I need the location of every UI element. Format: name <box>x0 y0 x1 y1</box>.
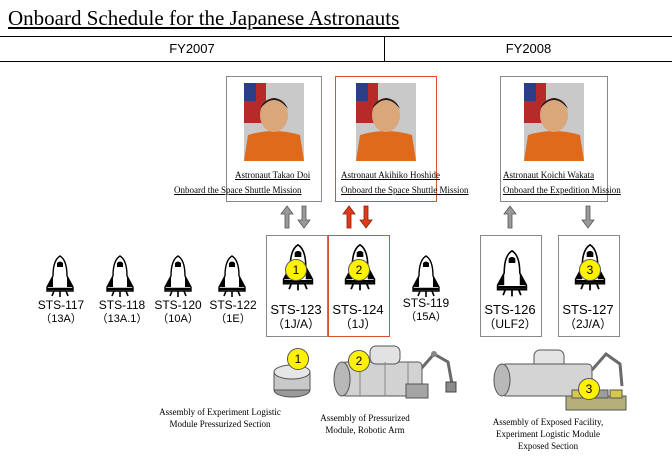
assembly-caption-line: Module, Robotic Arm <box>325 425 405 435</box>
space-shuttle-icon <box>160 254 196 298</box>
astronaut-name: Astronaut Takao Doi <box>235 170 311 180</box>
exposed-facility-illustration <box>493 349 627 411</box>
mission-flight: （13A.1） <box>96 313 148 325</box>
mission-flight: （13A） <box>40 313 82 325</box>
down-arrow-icon <box>581 205 595 229</box>
assembly-caption-line: Module Pressurized Section <box>169 419 271 429</box>
mission-name: STS-123 <box>270 302 322 317</box>
assembly-caption-line: Experiment Logistic Module <box>496 429 600 439</box>
astronaut-photo <box>244 83 304 161</box>
astronaut-name: Astronaut Akihiko Hoshide <box>341 170 440 180</box>
astronaut-mission-type: Onboard the Expedition Mission <box>503 185 621 195</box>
up-arrow-icon <box>280 205 294 229</box>
down-arrow-icon <box>359 205 373 229</box>
mission-label-sts-123: STS-123 （1J/A） <box>266 302 326 332</box>
space-shuttle-icon <box>492 248 532 298</box>
arrow-wakata-down <box>581 205 595 229</box>
astronaut-mission-type: Onboard the Space Shuttle Mission <box>341 185 469 195</box>
space-shuttle-icon <box>102 254 138 298</box>
mission-flight: （15A） <box>405 311 447 323</box>
astronaut-card-doi <box>226 76 322 202</box>
fiscal-year-bar: FY2007 FY2008 <box>0 36 672 62</box>
mission-box-sts-124 <box>328 235 390 337</box>
arrows-hoshide <box>342 205 373 229</box>
arrows-doi <box>280 205 311 229</box>
mission-name: STS-119 <box>402 296 450 310</box>
astronaut-name: Astronaut Koichi Wakata <box>503 170 595 180</box>
astronaut-photo <box>356 83 416 161</box>
assembly-badge: 1 <box>287 348 309 370</box>
mission-badge: 2 <box>348 259 370 281</box>
mission-label-sts-126: STS-126 （ULF2） <box>480 302 540 332</box>
fiscal-year-2008: FY2008 <box>505 41 552 56</box>
mission-label-sts-122: STS-122 （1E） <box>203 298 263 326</box>
mission-box-sts-126 <box>480 235 542 337</box>
astronaut-mission-type: Onboard the Space Shuttle Mission <box>174 185 302 195</box>
arrow-wakata-up <box>503 205 517 229</box>
up-arrow-icon <box>342 205 356 229</box>
mission-name: STS-118 <box>98 298 146 312</box>
mission-label-sts-124: STS-124 （1J） <box>328 302 388 332</box>
mission-box-sts-127 <box>558 235 620 337</box>
assembly-caption-line: Assembly of Exposed Facility, <box>492 417 604 427</box>
mission-label-sts-118: STS-118 （13A.1） <box>92 298 152 326</box>
astronaut-card-wakata <box>500 76 608 202</box>
mission-name: STS-117 <box>37 298 85 312</box>
assembly-caption-1: Assembly of Experiment Logistic Module P… <box>150 406 290 430</box>
mission-name: STS-127 <box>562 302 614 317</box>
mission-flight: （ULF2） <box>483 317 537 331</box>
page-title: Onboard Schedule for the Japanese Astron… <box>8 6 400 30</box>
assembly-caption-line: Assembly of Experiment Logistic <box>159 407 281 417</box>
assembly-caption-3: Assembly of Exposed Facility, Experiment… <box>478 416 618 452</box>
mission-name: STS-124 <box>332 302 384 317</box>
mission-label-sts-127: STS-127 （2J/A） <box>558 302 618 332</box>
mission-flight: （1J） <box>339 317 377 331</box>
assembly-caption-2: Assembly of Pressurized Module, Robotic … <box>310 412 420 436</box>
assembly-badge: 2 <box>348 350 370 372</box>
mission-label-sts-119: STS-119 （15A） <box>396 296 456 324</box>
astronaut-card-hoshide <box>335 76 437 202</box>
up-arrow-icon <box>503 205 517 229</box>
mission-name: STS-126 <box>484 302 536 317</box>
mission-flight: （10A） <box>157 313 199 325</box>
space-shuttle-icon <box>214 254 250 298</box>
mission-label-sts-120: STS-120 （10A） <box>148 298 208 326</box>
mission-flight: （1J/A） <box>271 317 320 331</box>
assembly-caption-line: Exposed Section <box>517 441 579 451</box>
fiscal-year-2007: FY2007 <box>0 37 385 61</box>
assembly-caption-line: Assembly of Pressurized <box>320 413 410 423</box>
space-shuttle-icon <box>42 254 78 298</box>
down-arrow-icon <box>297 205 311 229</box>
mission-badge: 1 <box>285 259 307 281</box>
mission-box-sts-123 <box>266 235 328 337</box>
assembly-badge: 3 <box>578 378 600 400</box>
mission-name: STS-122 <box>209 298 257 312</box>
mission-label-sts-117: STS-117 （13A） <box>31 298 91 326</box>
space-shuttle-icon <box>408 254 444 298</box>
mission-flight: （2J/A） <box>563 317 612 331</box>
mission-flight: （1E） <box>215 313 251 325</box>
mission-name: STS-120 <box>154 298 202 312</box>
mission-badge: 3 <box>579 259 601 281</box>
pressurized-module-robotic-arm-illustration <box>333 345 457 399</box>
astronaut-photo <box>524 83 584 161</box>
